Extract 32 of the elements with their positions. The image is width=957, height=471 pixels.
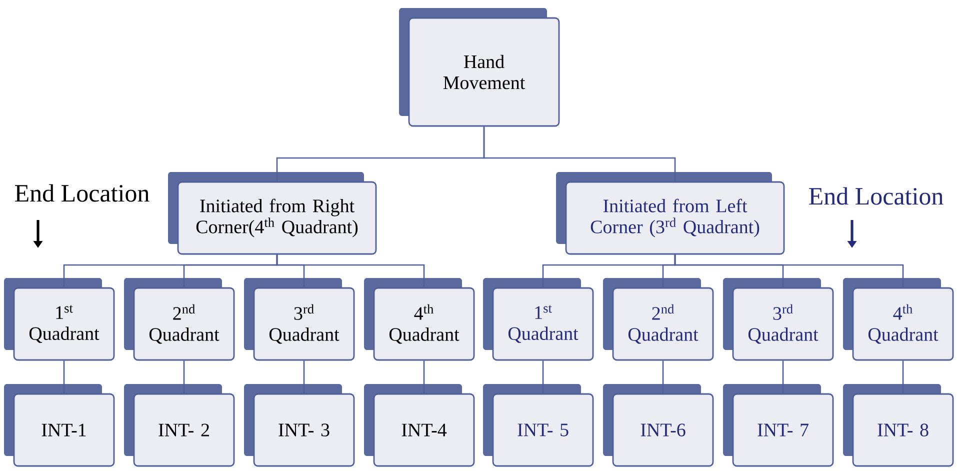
end-location-label: End Location xyxy=(809,187,944,205)
process-box: 2$^{nd}$ Quadrant xyxy=(124,278,235,361)
process-box: INT- 2 xyxy=(124,384,235,467)
process-box: Initiated from Left Corner (3$^{rd}$ Quadrant) xyxy=(556,172,785,255)
process-box: 3$^{rd}$ Quadrant xyxy=(723,278,834,361)
process-box: 3$^{rd}$ Quadrant xyxy=(244,278,355,361)
connector-line xyxy=(423,360,425,394)
process-box: INT-6 xyxy=(603,384,714,467)
process-box: 1$^{st}$ Quadrant xyxy=(483,278,594,361)
process-box: 4$^{th}$ Quadrant xyxy=(364,278,475,361)
connector-line xyxy=(63,360,65,394)
process-box: INT- 5 xyxy=(483,384,594,467)
connector-line xyxy=(662,360,664,394)
process-box: Hand Movement xyxy=(399,8,560,127)
process-box: INT-4 xyxy=(364,384,475,467)
connector-line xyxy=(303,360,305,394)
process-box: Initiated from Right Corner(4$^{th}$ Quadrant) xyxy=(168,172,377,255)
process-box: INT-1 xyxy=(4,384,115,467)
process-box: INT- 8 xyxy=(843,384,954,467)
process-box: 2$^{nd}$ Quadrant xyxy=(603,278,714,361)
end-location-label: End Location xyxy=(15,184,150,202)
connector-line xyxy=(782,360,784,394)
connector-line xyxy=(902,360,904,394)
process-box: 4$^{th}$ Quadrant xyxy=(843,278,954,361)
connector-line xyxy=(674,254,904,288)
process-box: 1$^{st}$ Quadrant xyxy=(4,278,115,361)
process-box: INT- 3 xyxy=(244,384,355,467)
process-box: INT- 7 xyxy=(723,384,834,467)
connector-line xyxy=(276,254,425,288)
connector-line xyxy=(542,360,544,394)
connector-line xyxy=(483,126,676,182)
connector-line xyxy=(183,360,185,394)
